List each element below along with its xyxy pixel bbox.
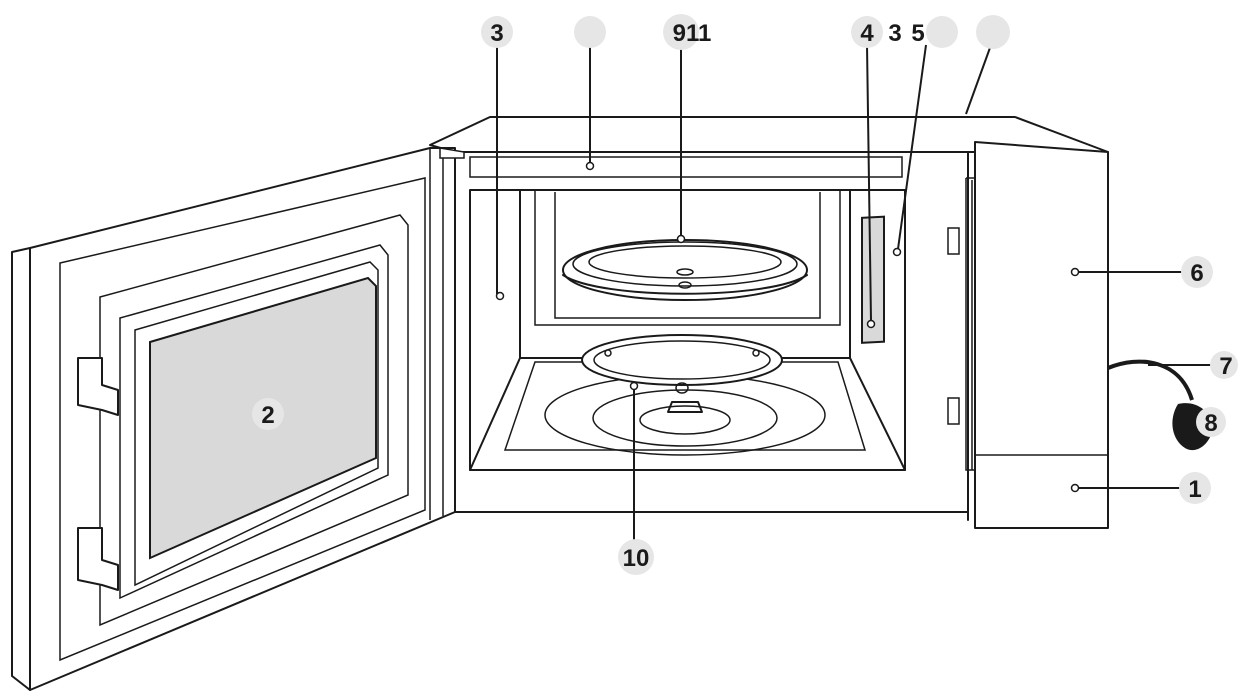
oven-body [429,116,1109,521]
svg-text:3: 3 [490,20,503,47]
leader-lines [495,44,1212,540]
svg-text:7: 7 [1219,353,1232,380]
svg-text:8: 8 [1204,410,1217,437]
svg-text:5: 5 [911,20,924,47]
callout-10: 10 [618,539,654,575]
svg-text:3: 3 [888,20,901,47]
callout-7: 7 [1210,351,1238,380]
roller-ring [581,334,783,394]
door [11,147,465,691]
callout-6: 6 [1181,256,1213,288]
waveguide-cover [861,215,885,344]
callout-badges: 3 911 4 3 5 2 [252,14,1238,575]
svg-text:6: 6 [1190,260,1203,287]
callout-1: 1 [1179,472,1211,504]
svg-text:1: 1 [1188,476,1201,503]
control-panel [965,141,1109,529]
callout-3-right: 3 [888,20,901,47]
callout-5: 5 [911,20,924,47]
callout-blank-right1 [926,16,958,48]
svg-text:4: 4 [860,20,874,47]
callout-8: 8 [1196,407,1226,437]
callout-blank-right2 [976,15,1010,49]
power-cord [1107,359,1213,451]
callout-blank-top [574,16,606,48]
callout-4: 4 [851,16,883,48]
svg-text:2: 2 [261,402,274,429]
callout-2: 2 [252,398,284,430]
glass-tray [562,239,808,301]
callout-911: 911 [663,14,711,50]
svg-text:911: 911 [673,20,712,47]
svg-text:10: 10 [623,545,650,572]
callout-3-left: 3 [481,16,513,48]
